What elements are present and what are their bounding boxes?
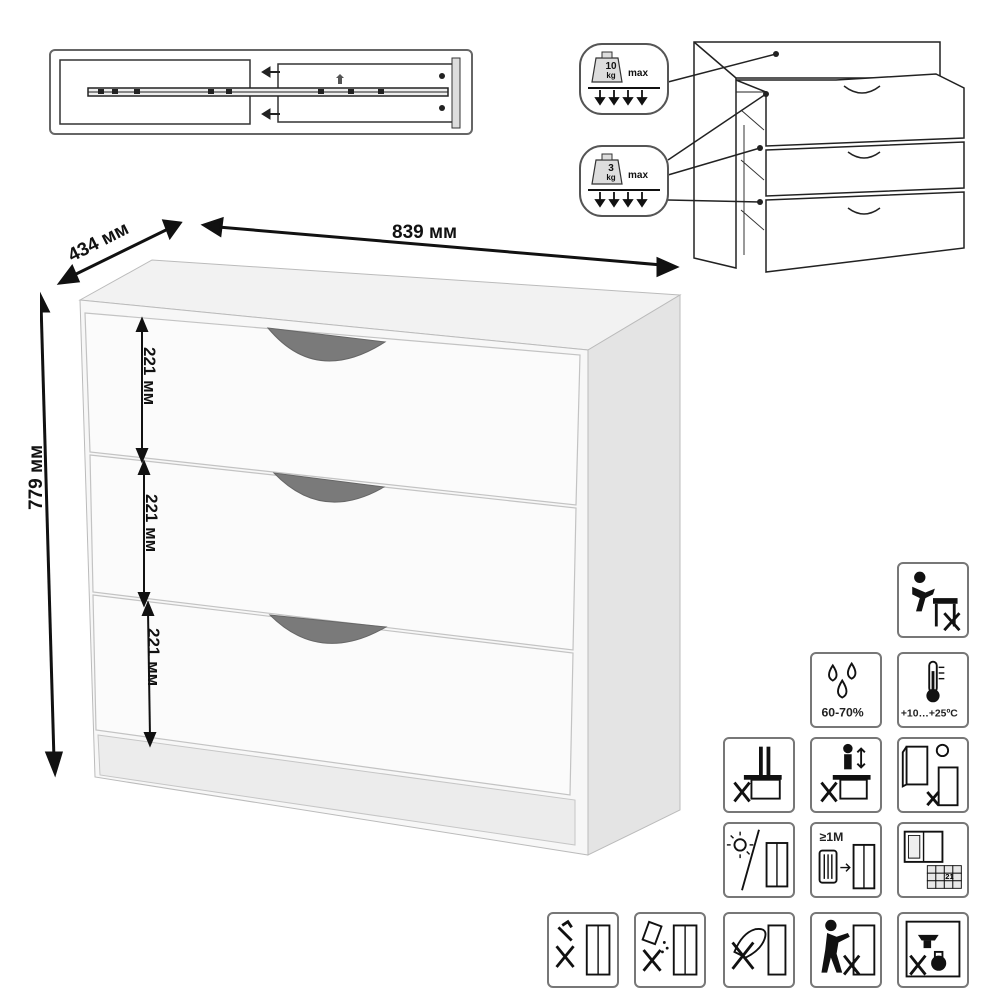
no-direct-sunlight-icon — [723, 822, 795, 898]
top-load-label: 10 kg — [599, 61, 623, 81]
humidity-icon: 60-70% — [810, 652, 882, 728]
calendar-number: 21 — [945, 872, 953, 881]
no-standing-icon — [810, 737, 882, 813]
no-heavy-objects-icon — [897, 912, 969, 988]
drawer-load-label: 3 kg — [599, 163, 623, 183]
drawer-height-label-1: 221 мм — [140, 347, 159, 405]
temperature-icon: +10…+25ºC — [897, 652, 969, 728]
top-load-weight: 10 — [605, 61, 617, 72]
drawer-height-label-2: 221 мм — [142, 494, 161, 552]
drawer-load-unit: kg — [606, 173, 616, 182]
drawer-load-badge — [579, 145, 669, 217]
chest-of-drawers — [32, 215, 700, 865]
no-climbing-icon — [897, 562, 969, 638]
top-load-max: max — [628, 68, 649, 79]
depth-label: 434 мм — [65, 218, 133, 266]
drawer-slide-diagram — [48, 48, 474, 136]
distance-label: ≥1M — [820, 830, 844, 844]
top-load-badge — [579, 43, 669, 115]
drawer-load-weight: 3 — [608, 163, 614, 174]
width-label: 839 мм — [392, 222, 457, 243]
temperature-label: +10…+25ºC — [901, 708, 958, 719]
no-sharp-objects-icon — [547, 912, 619, 988]
no-abrasive-cloth-icon — [723, 912, 795, 988]
drawer-load-max: max — [628, 170, 649, 181]
no-liquid-cleaner-icon — [634, 912, 706, 988]
window-ventilation-icon: 21 — [897, 822, 969, 898]
no-pushing-icon — [810, 912, 882, 988]
height-label: 779 мм — [26, 445, 47, 510]
no-open-door-lean-icon — [897, 737, 969, 813]
humidity-label: 60-70% — [821, 705, 863, 719]
drawer-height-label-3: 221 мм — [144, 628, 163, 686]
load-capacity-diagram: 10 kg max 3 kg max — [576, 30, 968, 280]
heater-distance-icon: ≥1M — [810, 822, 882, 898]
top-load-unit: kg — [606, 71, 616, 80]
no-hanging-icon — [723, 737, 795, 813]
